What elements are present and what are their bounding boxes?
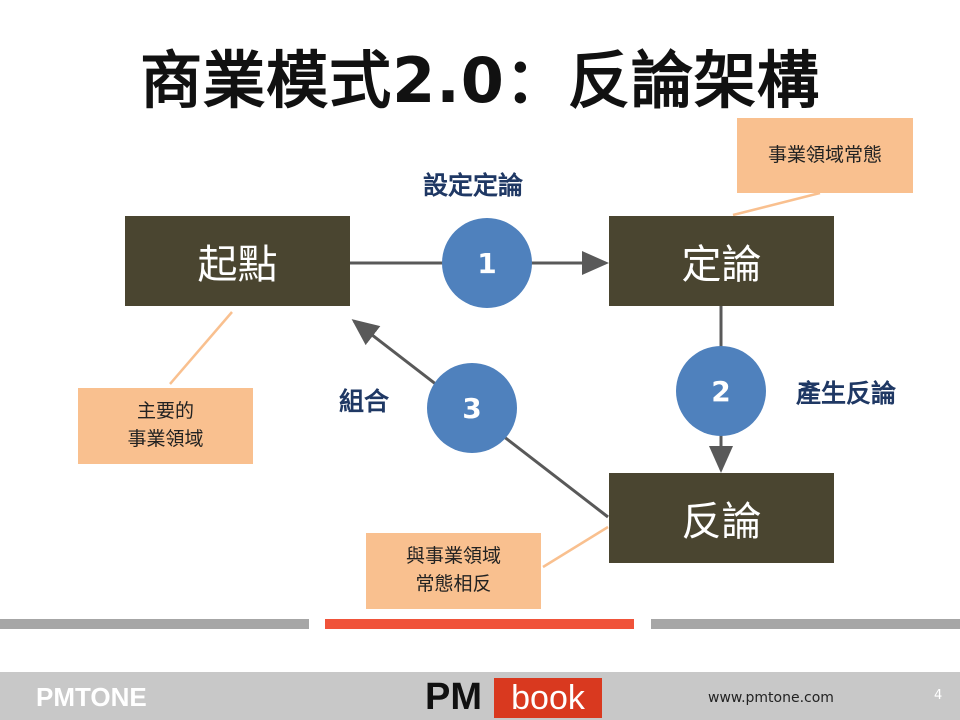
divider-left xyxy=(0,619,309,629)
note-start-line2: 事業領域 xyxy=(127,428,204,450)
note-anti-line2: 常態相反 xyxy=(415,573,492,595)
callout-line-antithesis xyxy=(542,525,609,569)
step-1-label: 設定定論 xyxy=(423,171,524,200)
pmtone-logo: PMTONE xyxy=(36,682,147,712)
note-antithesis: 與事業領域 常態相反 xyxy=(366,533,541,609)
antithesis-box: 反論 xyxy=(609,473,834,563)
step-3-label: 組合 xyxy=(339,387,390,416)
note-start: 主要的 事業領域 xyxy=(78,388,253,464)
divider-center xyxy=(325,619,634,629)
divider-right xyxy=(651,619,960,629)
callout-line-start xyxy=(169,311,233,385)
pmbook-logo-book: book xyxy=(494,678,602,718)
step-1-circle: 1 xyxy=(442,218,532,308)
step-2-label: 產生反論 xyxy=(796,379,897,408)
callout-line-thesis xyxy=(732,191,821,217)
footer: PMTONE PM book www.pmtone.com 4 xyxy=(0,672,960,720)
step-3-circle: 3 xyxy=(427,363,517,453)
page-number: 4 xyxy=(934,688,943,703)
note-start-line1: 主要的 xyxy=(136,400,194,423)
pmbook-logo-pm: PM xyxy=(425,676,482,718)
step-2-circle: 2 xyxy=(676,346,766,436)
note-anti-line1: 與事業領域 xyxy=(405,545,501,568)
note-thesis: 事業領域常態 xyxy=(737,118,913,193)
thesis-box: 定論 xyxy=(609,216,834,306)
start-box: 起點 xyxy=(125,216,350,306)
footer-url[interactable]: www.pmtone.com xyxy=(708,690,834,706)
page-title: 商業模式2.0：反論架構 xyxy=(140,44,820,117)
